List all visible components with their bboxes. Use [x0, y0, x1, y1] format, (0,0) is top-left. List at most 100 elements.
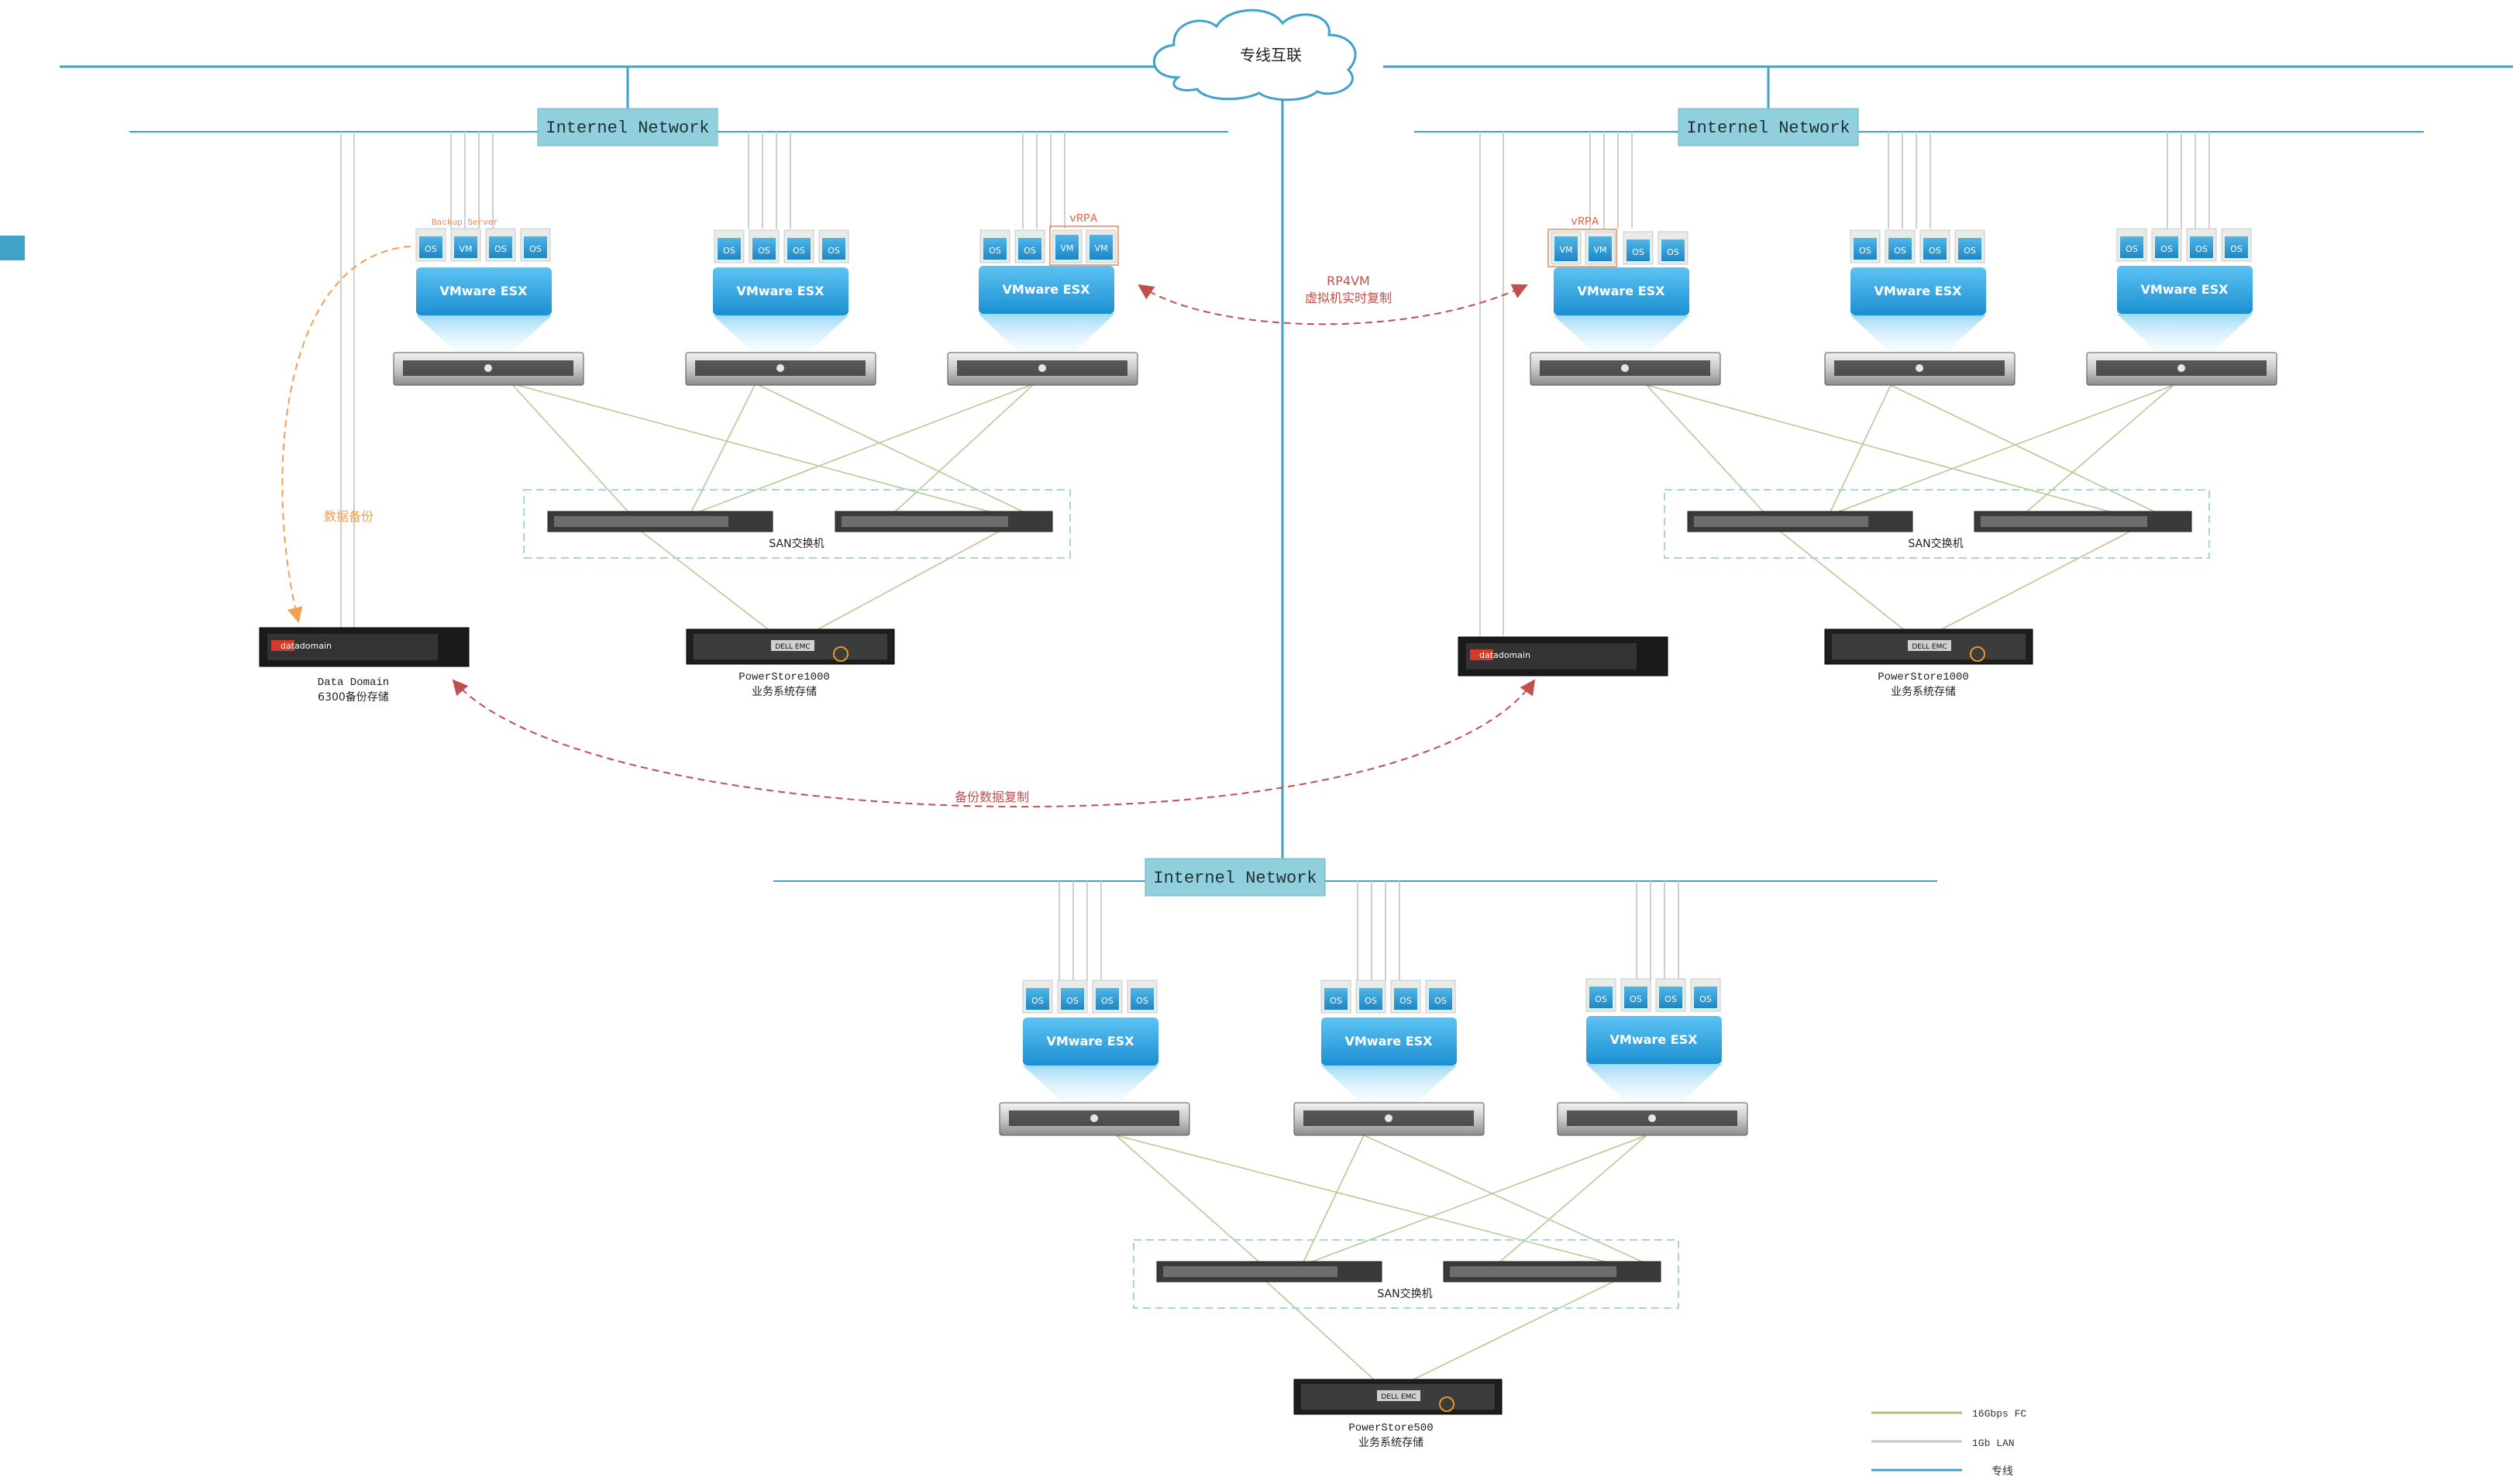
esx-label: VMware ESX	[1345, 1034, 1434, 1048]
vm-badges: VM VM OS OS	[1551, 231, 1689, 265]
svg-text:OS: OS	[1859, 246, 1871, 256]
svg-text:DELL EMC: DELL EMC	[1912, 643, 1947, 651]
esx-host-3-2: OS OS OS OS VMware ESX	[1293, 980, 1485, 1136]
san-switch-group: SAN交换机	[1133, 1239, 1679, 1309]
vm-badges: OS OS OS OS	[2116, 228, 2252, 262]
esx-label: VMware ESX	[1874, 284, 1963, 298]
svg-text:OS: OS	[989, 246, 1001, 256]
esx-host-2-2: OS OS OS OS VMware ESX	[1824, 229, 2016, 386]
backbone-lines	[60, 65, 2513, 860]
backup-label-2: 6300备份存储	[318, 690, 389, 704]
site-3: Internel Network OS OS OS OS	[999, 858, 1748, 1449]
svg-text:VM: VM	[1559, 245, 1572, 255]
svg-text:OS: OS	[425, 244, 437, 254]
san-switch-group: SAN交换机	[523, 489, 1071, 559]
backup-replication-arrow	[452, 679, 1536, 807]
svg-text:OS: OS	[828, 246, 840, 256]
esx-box	[1023, 1017, 1158, 1066]
site-2: Internel Network vRPA VM VM OS	[1458, 108, 2277, 698]
powerstore-storage: DELL EMC PowerStore1000 业务系统存储	[686, 628, 895, 698]
storage-label-1: PowerStore1000	[1878, 671, 1969, 683]
storage-label-1: PowerStore1000	[738, 671, 830, 683]
network-label: Internel Network	[1153, 869, 1317, 888]
legend-label-private-line: 专线	[1991, 1465, 2013, 1478]
svg-text:OS: OS	[1664, 994, 1677, 1004]
network-label-box	[537, 108, 718, 146]
powerstore-storage: DELL EMC PowerStore1000 业务系统存储	[1824, 628, 2033, 698]
legend-label-lan: 1Gb LAN	[1972, 1438, 2015, 1449]
esx-host-2-1: vRPA VM VM OS OS VMware ESX	[1530, 215, 1721, 386]
esx-box	[1321, 1017, 1457, 1066]
storage-label-2: 业务系统存储	[1891, 686, 1956, 698]
esx-label: VMware ESX	[1003, 282, 1091, 297]
svg-text:DELL EMC: DELL EMC	[775, 643, 810, 651]
vm-badges: OS OS OS OS	[1585, 978, 1721, 1012]
esx-box	[416, 267, 552, 315]
annotations: RP4VM 虚拟机实时复制 数据备份 备份数据复制	[281, 246, 1536, 807]
esx-label: VMware ESX	[1610, 1032, 1699, 1047]
svg-text:OS: OS	[723, 246, 735, 256]
vm-badges: OS OS OS OS	[1850, 229, 1985, 263]
esx-host-2-3: OS OS OS OS VMware ESX	[2086, 228, 2277, 386]
storage-label-2: 业务系统存储	[752, 686, 817, 698]
esx-label: VMware ESX	[1578, 284, 1666, 298]
svg-text:OS: OS	[793, 246, 805, 256]
svg-text:VM: VM	[459, 244, 472, 254]
host-tag: vRPA	[1571, 215, 1599, 229]
host-tag: Backup Server	[432, 219, 498, 228]
esx-box	[713, 267, 849, 315]
rp4vm-replication-arrow	[1138, 284, 1528, 325]
esx-box	[979, 266, 1114, 314]
svg-text:OS: OS	[1434, 996, 1447, 1006]
svg-text:VM: VM	[1094, 243, 1107, 253]
svg-text:OS: OS	[1929, 246, 1941, 256]
network-label-box	[1678, 108, 1859, 146]
vm-badges: OS OS VM VM	[979, 229, 1117, 263]
storage-label-1: PowerStore500	[1348, 1422, 1433, 1434]
svg-text:OS: OS	[1399, 996, 1412, 1006]
esx-box	[1554, 267, 1689, 315]
esx-label: VMware ESX	[1047, 1034, 1135, 1048]
svg-text:OS: OS	[1330, 996, 1342, 1006]
network-label-box	[1145, 858, 1326, 897]
san-label: SAN交换机	[1908, 537, 1963, 550]
svg-text:OS: OS	[1630, 994, 1642, 1004]
san-switch-group: SAN交换机	[1664, 489, 2210, 559]
vm-badges: OS VM OS OS	[415, 228, 551, 262]
svg-text:OS: OS	[2230, 244, 2243, 254]
svg-text:OS: OS	[1894, 246, 1906, 256]
esx-host-1-3: vRPA OS OS VM VM VMware ESX	[947, 212, 1138, 386]
svg-text:OS: OS	[2160, 244, 2173, 254]
storage-label-2: 业务系统存储	[1358, 1437, 1423, 1449]
legend-label-fc: 16Gbps FC	[1972, 1408, 2026, 1420]
rp4vm-label: RP4VM	[1327, 274, 1370, 288]
svg-text:VM: VM	[1060, 243, 1073, 253]
svg-text:OS: OS	[1667, 247, 1679, 257]
esx-label: VMware ESX	[2141, 282, 2229, 297]
svg-text:OS: OS	[1101, 996, 1114, 1006]
svg-text:VM: VM	[1593, 245, 1606, 255]
svg-text:OS: OS	[758, 246, 770, 256]
esx-box	[2117, 266, 2253, 314]
edge-marker	[0, 236, 25, 260]
svg-text:OS: OS	[1632, 247, 1644, 257]
vm-badges: OS OS OS OS	[714, 229, 849, 263]
data-backup-label: 数据备份	[324, 509, 374, 524]
site-1: Internel Network Backup Server OS VM	[259, 108, 1138, 704]
esx-label: VMware ESX	[440, 284, 528, 298]
data-domain-backup: datadomain Data Domain 6300备份存储	[259, 627, 470, 704]
esx-box	[1586, 1016, 1722, 1064]
svg-text:OS: OS	[494, 244, 507, 254]
backup-replication-label: 备份数据复制	[955, 790, 1029, 804]
legend: 16Gbps FC 1Gb LAN 专线	[1871, 1408, 2026, 1478]
svg-text:DELL EMC: DELL EMC	[1381, 1393, 1416, 1401]
svg-text:OS: OS	[2195, 244, 2208, 254]
rp4vm-sub-label: 虚拟机实时复制	[1305, 291, 1392, 305]
esx-host-3-3: OS OS OS OS VMware ESX	[1557, 978, 1748, 1136]
svg-text:OS: OS	[1365, 996, 1377, 1006]
san-label: SAN交换机	[1377, 1287, 1432, 1300]
esx-host-1-2: OS OS OS OS VMware ESX	[685, 229, 876, 386]
svg-text:OS: OS	[529, 244, 542, 254]
backup-label-1: Data Domain	[318, 677, 389, 689]
